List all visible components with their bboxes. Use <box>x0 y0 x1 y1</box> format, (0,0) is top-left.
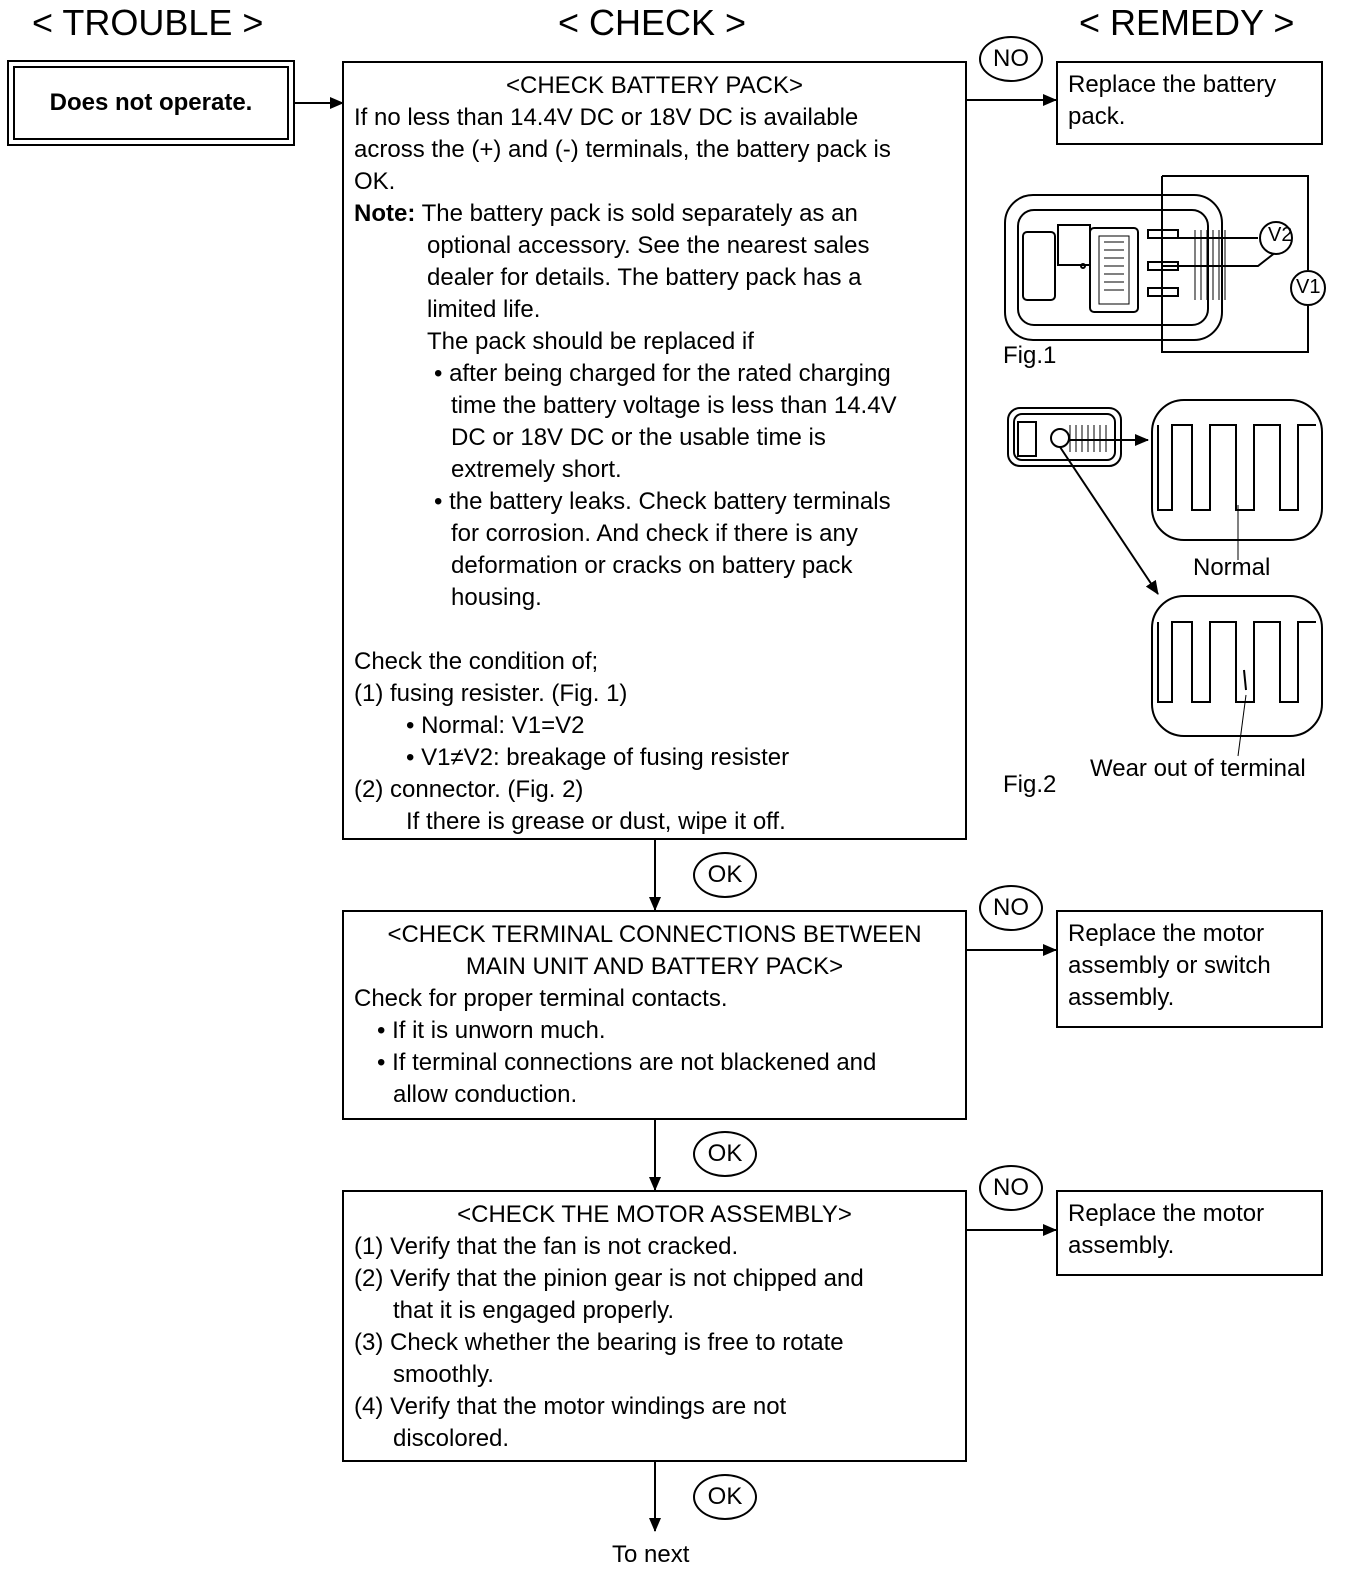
remedy3-line-1: Replace the motor <box>1068 1200 1265 1227</box>
fig2-illustration <box>1007 399 1323 757</box>
check1-title: <CHECK BATTERY PACK> <box>506 72 803 99</box>
check2-bullet-2-line-1: • If terminal connections are not blacke… <box>377 1049 877 1076</box>
trouble-header: < TROUBLE > <box>32 2 264 43</box>
to-next-label: To next <box>612 1541 690 1568</box>
check3-item-1: (1) Verify that the fan is not cracked. <box>354 1233 739 1260</box>
fig2-label: Fig.2 <box>1003 771 1057 798</box>
fig1-label: Fig.1 <box>1003 342 1057 369</box>
normal-label: Normal <box>1193 554 1271 581</box>
check3-title: <CHECK THE MOTOR ASSEMBLY> <box>457 1201 852 1228</box>
remedy2-line-3: assembly. <box>1068 984 1175 1011</box>
check1-intro-2: across the (+) and (-) terminals, the ba… <box>354 136 891 163</box>
check3-item-2-line-2: that it is engaged properly. <box>393 1297 675 1324</box>
condition-item-1-normal: • Normal: V1=V2 <box>406 712 585 739</box>
condition-item-1: (1) fusing resister. (Fig. 1) <box>354 680 628 707</box>
remedy2-line-1: Replace the motor <box>1068 920 1265 947</box>
remedy-header: < REMEDY > <box>1079 2 1295 43</box>
trouble-box: Does not operate. <box>7 60 295 146</box>
bullet1-line-2: time the battery voltage is less than 14… <box>451 392 897 419</box>
trouble-label: Does not operate. <box>13 66 289 140</box>
v1-label: V1 <box>1296 276 1321 298</box>
bullet2-line-4: housing. <box>451 584 542 611</box>
bullet1-line-4: extremely short. <box>451 456 622 483</box>
wear-label: Wear out of terminal <box>1090 755 1306 782</box>
remedy3-line-2: assembly. <box>1068 1232 1175 1259</box>
bullet2-line-1: • the battery leaks. Check battery termi… <box>434 488 891 515</box>
no-label-2: NO <box>979 885 1043 931</box>
check2-bullet-1: • If it is unworn much. <box>377 1017 606 1044</box>
check1-intro-1: If no less than 14.4V DC or 18V DC is av… <box>354 104 859 131</box>
condition-item-2: (2) connector. (Fig. 2) <box>354 776 584 803</box>
check3-item-2-line-1: (2) Verify that the pinion gear is not c… <box>354 1265 864 1292</box>
condition-item-2-note: If there is grease or dust, wipe it off. <box>406 808 786 835</box>
check2-title-2: MAIN UNIT AND BATTERY PACK> <box>465 953 844 980</box>
check2-bullet-2-line-2: allow conduction. <box>393 1081 578 1108</box>
condition-item-1-bad: • V1≠V2: breakage of fusing resister <box>406 744 790 771</box>
note-label: Note: <box>354 200 416 227</box>
note-line-3: limited life. <box>427 296 541 323</box>
remedy-motor-switch-box: Replace the motor assembly or switch ass… <box>1056 910 1323 1028</box>
bullet2-line-2: for corrosion. And check if there is any <box>451 520 858 547</box>
check3-item-4-line-2: discolored. <box>393 1425 510 1452</box>
check-header: < CHECK > <box>558 2 747 43</box>
bullet2-line-3: deformation or cracks on battery pack <box>451 552 853 579</box>
v2-label: V2 <box>1268 224 1293 246</box>
check3-item-3-line-2: smoothly. <box>393 1361 494 1388</box>
note-first-line: The battery pack is sold separately as a… <box>421 200 858 227</box>
note-line-4: The pack should be replaced if <box>427 328 754 355</box>
check1-intro-3: OK. <box>354 168 396 195</box>
bullet1-line-1: • after being charged for the rated char… <box>434 360 891 387</box>
no-label-3: NO <box>979 1165 1043 1211</box>
ok-label-2: OK <box>693 1131 757 1177</box>
note-line-1: optional accessory. See the nearest sale… <box>427 232 870 259</box>
check-terminal-connections-box: <CHECK TERMINAL CONNECTIONS BETWEEN MAIN… <box>342 910 967 1120</box>
no-label-1: NO <box>979 36 1043 82</box>
check-battery-pack-box: <CHECK BATTERY PACK> If no less than 14.… <box>342 61 967 840</box>
fig1-battery-illustration <box>1004 175 1326 353</box>
condition-title: Check the condition of; <box>354 648 599 675</box>
remedy1-line-1: Replace the battery <box>1068 71 1277 98</box>
ok-label-3: OK <box>693 1474 757 1520</box>
bullet1-line-3: DC or 18V DC or the usable time is <box>451 424 826 451</box>
check3-item-4-line-1: (4) Verify that the motor windings are n… <box>354 1393 787 1420</box>
ok-label-1: OK <box>693 852 757 898</box>
check3-item-3-line-1: (3) Check whether the bearing is free to… <box>354 1329 844 1356</box>
check2-intro: Check for proper terminal contacts. <box>354 985 728 1012</box>
note-line-2: dealer for details. The battery pack has… <box>427 264 862 291</box>
remedy-motor-box: Replace the motor assembly. <box>1056 1190 1323 1276</box>
check2-title-1: <CHECK TERMINAL CONNECTIONS BETWEEN <box>387 921 922 948</box>
remedy2-line-2: assembly or switch <box>1068 952 1271 979</box>
remedy-battery-box: Replace the battery pack. <box>1056 61 1323 145</box>
remedy1-line-2: pack. <box>1068 103 1126 130</box>
check-motor-assembly-box: <CHECK THE MOTOR ASSEMBLY> (1) Verify th… <box>342 1190 967 1462</box>
